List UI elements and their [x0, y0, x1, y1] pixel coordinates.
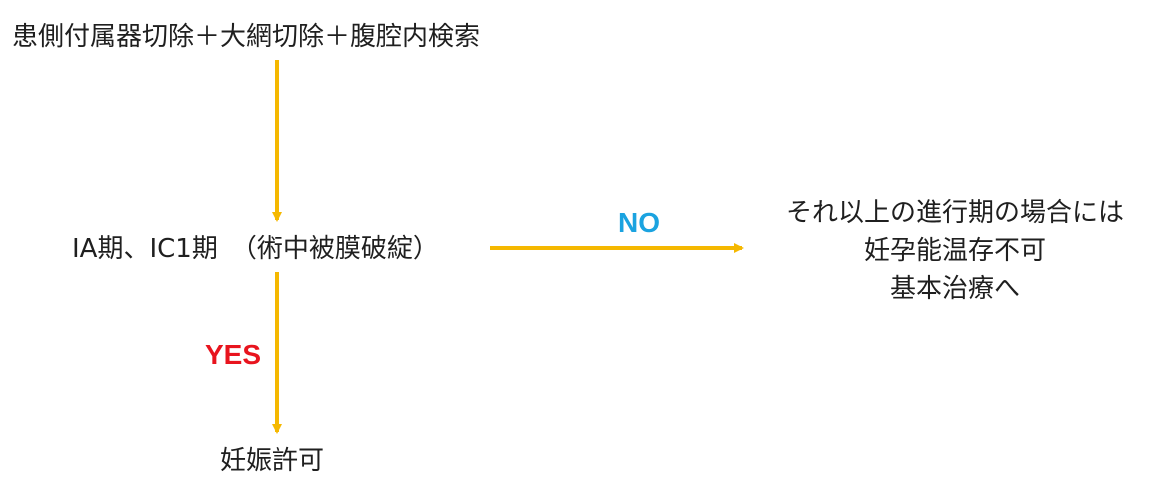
node-advanced-stage-line-1: それ以上の進行期の場合には [785, 198, 1124, 228]
node-advanced-stage: それ以上の進行期の場合には 妊孕能温存不可 基本治療へ [755, 194, 1155, 308]
node-surgery: 患側付属器切除＋大網切除＋腹腔内検索 [12, 22, 481, 52]
edge-label-yes: YES [205, 339, 262, 370]
node-stage-ia-ic1: IA期、IC1期 （術中被膜破綻） [72, 234, 439, 264]
node-pregnancy-allowed: 妊娠許可 [220, 446, 325, 476]
node-advanced-stage-line-3: 基本治療へ [889, 274, 1020, 304]
node-advanced-stage-line-2: 妊孕能温存不可 [863, 236, 1046, 266]
edge-label-no: NO [618, 207, 660, 238]
